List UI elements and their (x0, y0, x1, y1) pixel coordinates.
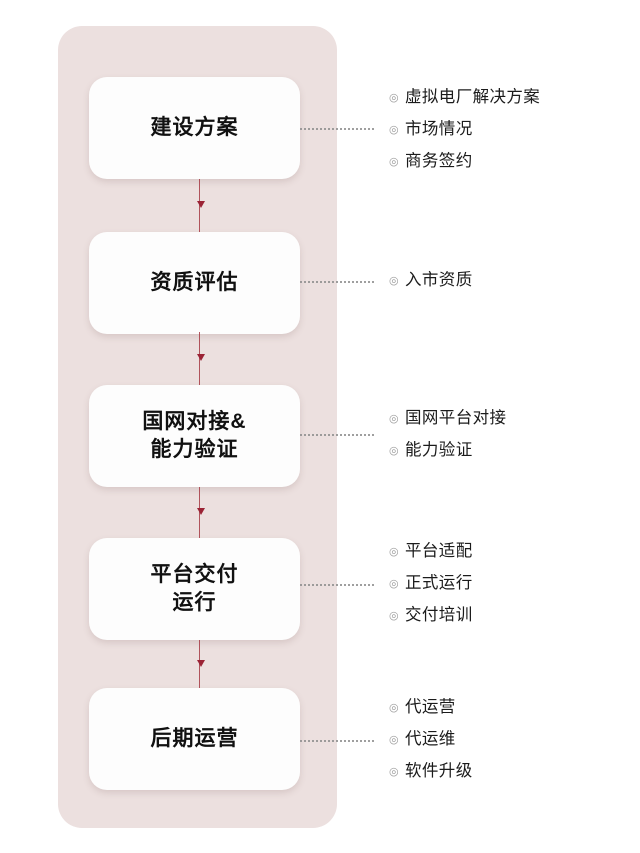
list-item-label: 代运维 (405, 730, 456, 749)
list-item[interactable]: ◎ 正式运行 (389, 568, 629, 600)
arrow-head-icon (197, 508, 205, 515)
detail-list-stage-3: ◎ 国网平台对接 ◎ 能力验证 (389, 403, 629, 467)
list-item[interactable]: ◎ 商务签约 (389, 146, 629, 178)
list-item[interactable]: ◎ 代运维 (389, 724, 629, 756)
bullseye-icon: ◎ (389, 765, 399, 778)
flow-arrow-1-to-2 (197, 179, 205, 232)
arrow-head-icon (197, 354, 205, 361)
list-item-label: 交付培训 (405, 606, 473, 625)
flow-node-stage-3[interactable]: 国网对接& 能力验证 (89, 385, 300, 487)
leader-line-stage-5 (300, 740, 374, 742)
list-item[interactable]: ◎ 虚拟电厂解决方案 (389, 82, 629, 114)
detail-list-stage-5: ◎ 代运营 ◎ 代运维 ◎ 软件升级 (389, 692, 629, 788)
list-item[interactable]: ◎ 代运营 (389, 692, 629, 724)
flow-arrow-2-to-3 (197, 332, 205, 385)
bullseye-icon: ◎ (389, 123, 399, 136)
bullseye-icon: ◎ (389, 545, 399, 558)
bullseye-icon: ◎ (389, 733, 399, 746)
bullseye-icon: ◎ (389, 609, 399, 622)
flow-node-stage-4[interactable]: 平台交付 运行 (89, 538, 300, 640)
list-item-label: 平台适配 (405, 542, 473, 561)
detail-list-stage-4: ◎ 平台适配 ◎ 正式运行 ◎ 交付培训 (389, 536, 629, 632)
list-item-label: 虚拟电厂解决方案 (405, 88, 541, 107)
leader-line-stage-3 (300, 434, 374, 436)
list-item[interactable]: ◎ 入市资质 (389, 265, 629, 297)
flow-arrow-4-to-5 (197, 640, 205, 688)
list-item-label: 能力验证 (405, 441, 473, 460)
flow-node-stage-1[interactable]: 建设方案 (89, 77, 300, 179)
list-item[interactable]: ◎ 平台适配 (389, 536, 629, 568)
list-item-label: 代运营 (405, 698, 456, 717)
detail-list-stage-1: ◎ 虚拟电厂解决方案 ◎ 市场情况 ◎ 商务签约 (389, 82, 629, 178)
list-item[interactable]: ◎ 交付培训 (389, 600, 629, 632)
flow-node-label: 平台交付 运行 (150, 563, 239, 614)
list-item-label: 软件升级 (405, 762, 473, 781)
flow-node-label: 建设方案 (150, 116, 239, 140)
leader-line-stage-1 (300, 128, 374, 130)
flow-arrow-3-to-4 (197, 487, 205, 538)
list-item-label: 市场情况 (405, 120, 473, 139)
flow-node-label: 资质评估 (150, 271, 239, 295)
list-item[interactable]: ◎ 国网平台对接 (389, 403, 629, 435)
arrow-head-icon (197, 201, 205, 208)
flow-node-stage-5[interactable]: 后期运营 (89, 688, 300, 790)
leader-line-stage-4 (300, 584, 374, 586)
arrow-head-icon (197, 660, 205, 667)
detail-list-stage-2: ◎ 入市资质 (389, 265, 629, 297)
bullseye-icon: ◎ (389, 577, 399, 590)
list-item-label: 国网平台对接 (405, 409, 507, 428)
list-item-label: 入市资质 (405, 271, 473, 290)
list-item[interactable]: ◎ 能力验证 (389, 435, 629, 467)
list-item[interactable]: ◎ 软件升级 (389, 756, 629, 788)
list-item-label: 正式运行 (405, 574, 473, 593)
flow-node-stage-2[interactable]: 资质评估 (89, 232, 300, 334)
bullseye-icon: ◎ (389, 274, 399, 287)
list-item[interactable]: ◎ 市场情况 (389, 114, 629, 146)
flow-node-label: 国网对接& 能力验证 (142, 410, 247, 461)
bullseye-icon: ◎ (389, 412, 399, 425)
bullseye-icon: ◎ (389, 155, 399, 168)
flow-node-label: 后期运营 (150, 727, 239, 751)
list-item-label: 商务签约 (405, 152, 473, 171)
leader-line-stage-2 (300, 281, 374, 283)
bullseye-icon: ◎ (389, 701, 399, 714)
bullseye-icon: ◎ (389, 91, 399, 104)
bullseye-icon: ◎ (389, 444, 399, 457)
